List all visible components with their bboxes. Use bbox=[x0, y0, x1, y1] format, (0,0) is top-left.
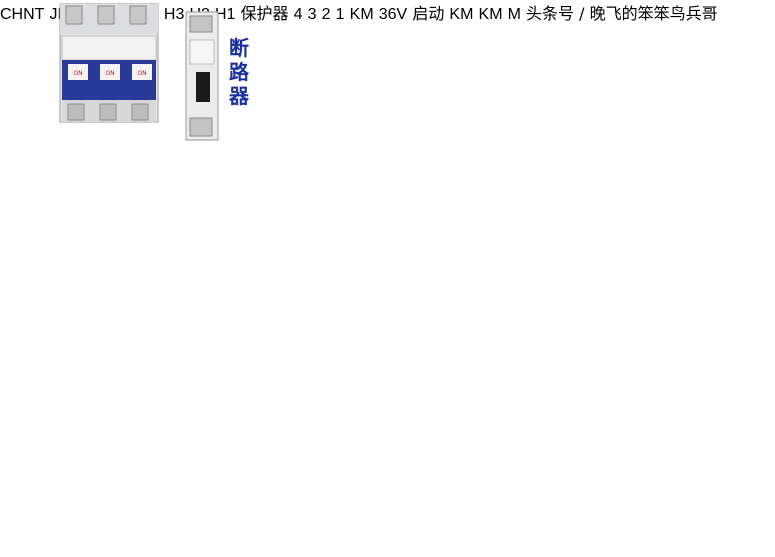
protector-term-2: 2 bbox=[321, 6, 331, 23]
protector-brand: CHNT bbox=[0, 6, 45, 23]
protector-h1: H1 bbox=[215, 6, 236, 23]
pole-mark-2: ON bbox=[105, 70, 114, 77]
single-pole-breaker bbox=[185, 11, 219, 141]
pole-mark-1: ON bbox=[73, 70, 82, 77]
protector-term-1: 1 bbox=[335, 6, 345, 23]
watermark: 头条号 / 晚飞的笨笨鸟兵哥 bbox=[526, 4, 718, 23]
pole-mark-3: ON bbox=[137, 70, 146, 77]
protector-h3: H3 bbox=[163, 6, 185, 23]
start-label: 启动 bbox=[412, 4, 445, 23]
coil-label: KM bbox=[449, 6, 474, 23]
breaker-label-char-2: 路 bbox=[229, 60, 249, 84]
protector-name: 保护器 bbox=[240, 4, 289, 23]
three-pole-breaker: ON ON ON bbox=[59, 3, 159, 123]
motor-label: M bbox=[507, 6, 521, 23]
transformer-voltage-label: 36V bbox=[378, 6, 408, 23]
km-aux-label: KM bbox=[349, 6, 374, 23]
breaker-label-char-1: 断 bbox=[229, 36, 249, 60]
breaker-label-char-3: 器 bbox=[229, 84, 249, 108]
protector-term-4: 4 bbox=[293, 6, 303, 23]
main-contactor-label: KM bbox=[478, 6, 503, 23]
protector-term-3: 3 bbox=[307, 6, 317, 23]
breaker-label: 断 路 器 bbox=[226, 36, 252, 108]
